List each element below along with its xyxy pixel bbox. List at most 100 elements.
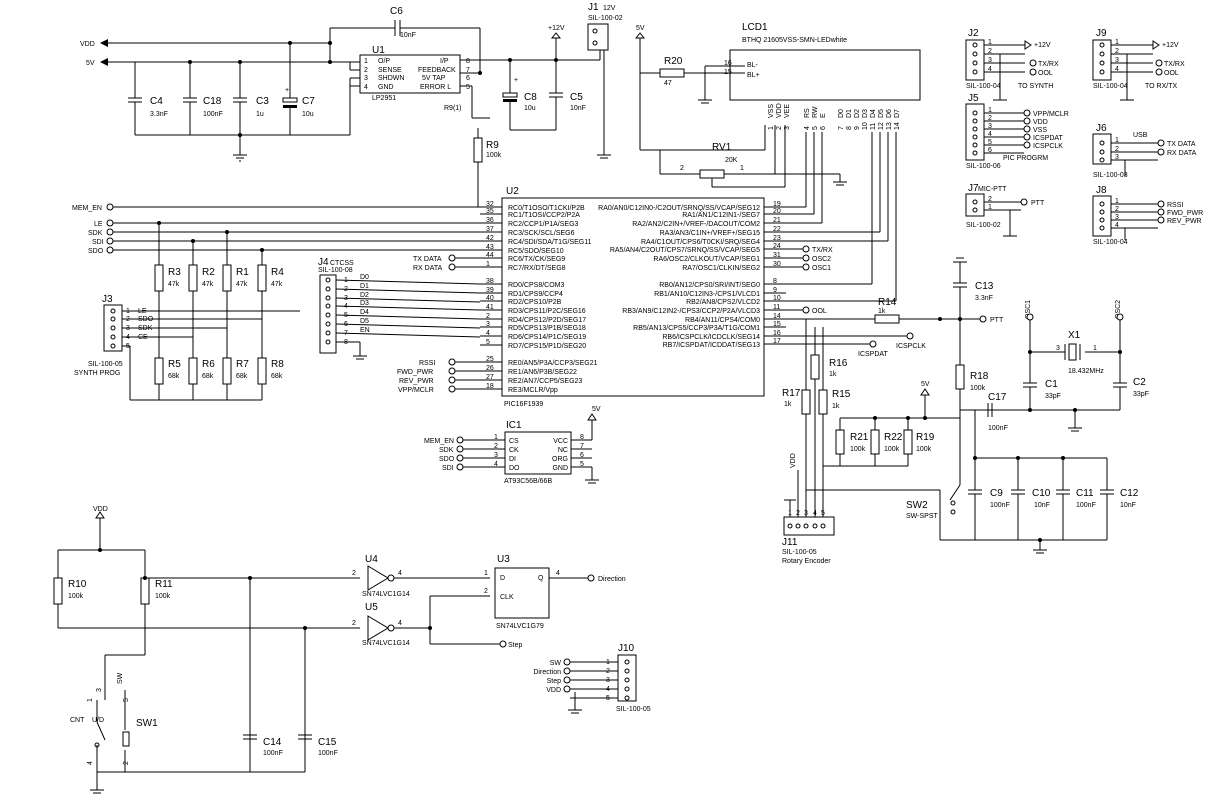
r11-value: 100k bbox=[155, 593, 171, 600]
u1-pin-errorl: ERROR L bbox=[420, 84, 451, 91]
j8-fwd: FWD_PWR bbox=[1167, 210, 1203, 217]
lcd-pin-number: 8 bbox=[846, 126, 853, 130]
r6-value: 68k bbox=[202, 373, 214, 380]
u2-pin-label: RD6/CPS14/P1C/SEG19 bbox=[508, 334, 586, 341]
j7-pins-number: 2 bbox=[988, 196, 992, 203]
u2-pin-label: RD7/CPS15/P1D/SEG20 bbox=[508, 343, 586, 350]
ic1-pin-label: NC bbox=[558, 447, 568, 454]
lcd-pin-label: VSS bbox=[768, 104, 775, 118]
u2-net-txrx: TX/RX bbox=[812, 247, 833, 254]
u2-pin-label: RC6/TX/CK/SEG9 bbox=[508, 256, 565, 263]
j6-pins-number: 1 bbox=[1115, 137, 1119, 144]
c18-value: 100nF bbox=[203, 111, 223, 118]
c13-ref: C13 bbox=[975, 281, 994, 292]
u4-ref: U4 bbox=[365, 554, 378, 565]
u2-pin-label: RD5/CPS13/P1B/SEG18 bbox=[508, 325, 586, 332]
r11-ref: R11 bbox=[155, 579, 173, 590]
u2-pin-number: 22 bbox=[773, 226, 781, 233]
j2-txrx: TX/RX bbox=[1038, 61, 1059, 68]
r4-ref: R4 bbox=[271, 267, 284, 278]
u2-net-ptt: PTT bbox=[990, 317, 1004, 324]
c4-value: 3.3nF bbox=[150, 111, 168, 118]
j8-pins-number: 1 bbox=[1115, 198, 1119, 205]
net-5v-label: 5V bbox=[86, 60, 95, 67]
u2-pin-label: RD3/CPS11/P2C/SEG16 bbox=[508, 308, 586, 315]
j4-signal-label: D1 bbox=[360, 283, 369, 290]
lcd-pin-label: E bbox=[820, 113, 827, 118]
sw1-ud: U/D bbox=[92, 717, 104, 724]
svg-text:+: + bbox=[285, 87, 289, 94]
svg-text:4: 4 bbox=[398, 570, 402, 577]
r16-value: 1k bbox=[829, 371, 837, 378]
u2-pin-label: RC5/SDO/SEG10 bbox=[508, 248, 564, 255]
r20-value: 47 bbox=[664, 80, 672, 87]
u1-regulator bbox=[359, 54, 461, 94]
svg-text:3: 3 bbox=[1056, 345, 1060, 352]
u2-pin-number: 27 bbox=[486, 374, 494, 381]
lcd-pin-number: 4 bbox=[804, 126, 811, 130]
j11-connector bbox=[783, 516, 835, 536]
r20-ref: R20 bbox=[664, 56, 683, 67]
lcd-section: LCD1 BTHQ 21605VSS-SMN-LEDwhite BL- BL+ … bbox=[634, 22, 921, 302]
u2-pin-label: RD1/CPS9/CCP4 bbox=[508, 291, 563, 298]
lcd-pin-label: D2 bbox=[854, 109, 861, 118]
pull-resistors bbox=[129, 221, 267, 401]
j5-value: SIL-100-06 bbox=[966, 163, 1001, 170]
ic1-pin-label: CS bbox=[509, 438, 519, 445]
u2-net-ool: OOL bbox=[812, 308, 827, 315]
ic1-pin-number: 2 bbox=[494, 443, 498, 450]
r8-ref: R8 bbox=[271, 359, 284, 370]
c12-value: 10nF bbox=[1120, 502, 1136, 509]
lcd-pin-label: D1 bbox=[846, 109, 853, 118]
ic1-net-sdo: SDO bbox=[439, 456, 455, 463]
u2-pin-label: RA3/AN3/C1IN+/VREF+/SEG15 bbox=[660, 230, 760, 237]
ic1-pin-number: 3 bbox=[494, 452, 498, 459]
svg-text:Q: Q bbox=[538, 575, 544, 582]
j10-ref: J10 bbox=[618, 643, 635, 654]
r17-ref: R17 bbox=[782, 388, 801, 399]
lcd-pin-number: 1 bbox=[768, 126, 775, 130]
svg-text:2: 2 bbox=[123, 761, 130, 765]
j2-note: TO SYNTH bbox=[1018, 83, 1053, 90]
u4-value: SN74LVC1G14 bbox=[362, 591, 410, 598]
svg-text:OSC1: OSC1 bbox=[1025, 300, 1032, 319]
lcd-pin-label: VEE bbox=[784, 104, 791, 118]
ic1-pin-number: 1 bbox=[494, 434, 498, 441]
rv1-value: 20K bbox=[725, 157, 738, 164]
lcd-pin-label: RS bbox=[804, 108, 811, 118]
j2-pins-number: 4 bbox=[988, 66, 992, 73]
j11-ref: J11 bbox=[782, 537, 798, 548]
u1-pin-op: O/P bbox=[378, 58, 390, 65]
u2-pin-label: RD4/CPS12/P2D/SEG17 bbox=[508, 317, 586, 324]
j9-pins-number: 2 bbox=[1115, 48, 1119, 55]
j4-signal-label: D4 bbox=[360, 309, 369, 316]
c10-value: 10nF bbox=[1034, 502, 1050, 509]
j4-value: SIL-100-08 bbox=[318, 267, 353, 274]
sw2-ref: SW2 bbox=[906, 500, 928, 511]
u2-pin-number: 32 bbox=[486, 201, 494, 208]
u2-pin-number: 20 bbox=[773, 208, 781, 215]
lcd-pin-label: VDD bbox=[776, 103, 783, 118]
j1-connector bbox=[587, 23, 609, 51]
j5-vpp: VPP/MCLR bbox=[1033, 111, 1069, 118]
u5-value: SN74LVC1G14 bbox=[362, 640, 410, 647]
u2-pin-label: RB6/ICSPCLK/ICDCLK/SEG14 bbox=[662, 334, 760, 341]
net-vpp-mclr-left: VPP/MCLR bbox=[398, 387, 434, 394]
c1-value: 33pF bbox=[1045, 393, 1061, 400]
r8-value: 68k bbox=[271, 373, 283, 380]
j9-note: TO RX/TX bbox=[1145, 83, 1177, 90]
svg-text:4: 4 bbox=[87, 761, 94, 765]
c12-ref: C12 bbox=[1120, 488, 1139, 499]
ic1-eeprom: IC1 AT93C56B/66B CS1CK2DI3DO4VCC8NC7ORG6… bbox=[424, 406, 601, 485]
u2-pin-label: RB1/AN10/C12IN3-/CPS1/VLCD1 bbox=[654, 291, 760, 298]
net-tx-data-left: TX DATA bbox=[413, 256, 442, 263]
c11-ref: C11 bbox=[1076, 488, 1094, 499]
j5-icspclk: ICSPCLK bbox=[1033, 143, 1063, 150]
c18-ref: C18 bbox=[203, 96, 222, 107]
j2-12v: +12V bbox=[1034, 42, 1051, 49]
r7-ref: R7 bbox=[236, 359, 249, 370]
j4-signal-label: D5 bbox=[360, 318, 369, 325]
